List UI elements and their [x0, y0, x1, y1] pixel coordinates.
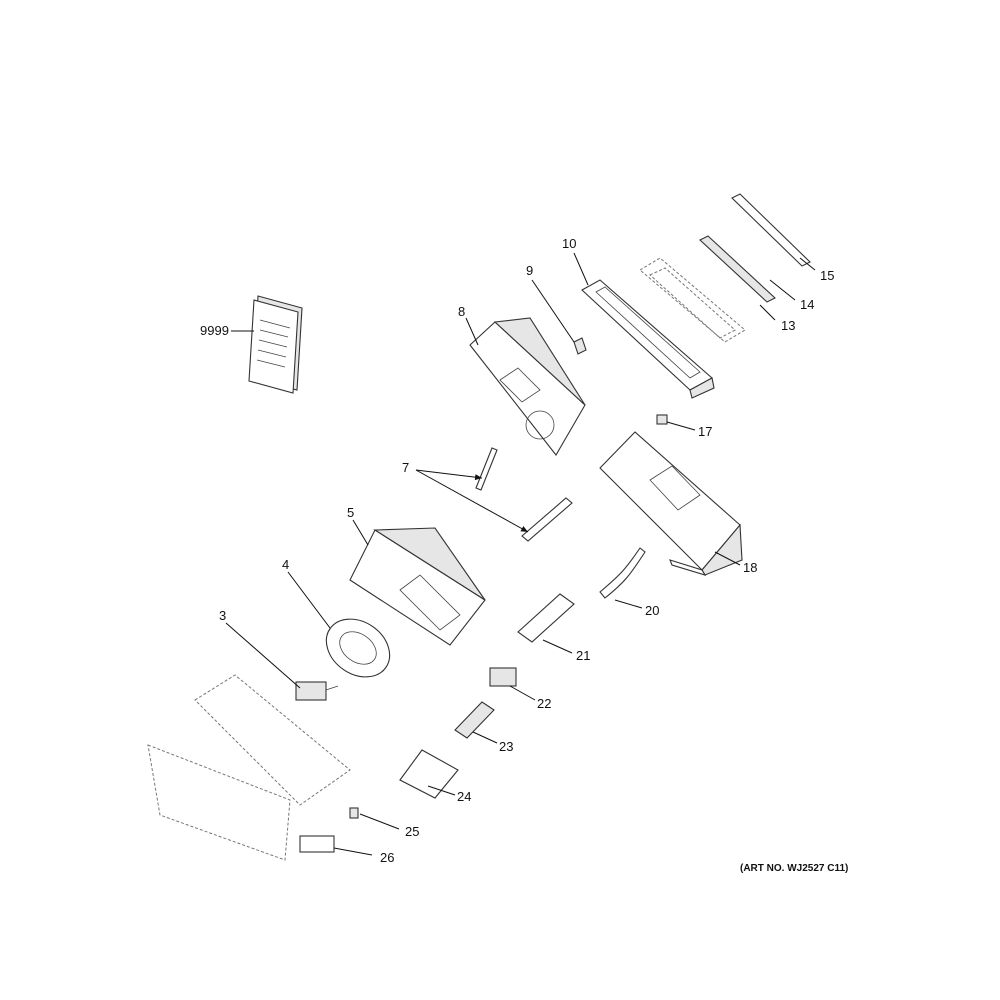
- callout-18: 18: [743, 560, 757, 575]
- part-26-tube: [299, 835, 335, 853]
- callout-17: 17: [698, 424, 712, 439]
- part-4-fan: [325, 618, 391, 678]
- callout-22: 22: [537, 696, 551, 711]
- part-25-spring: [349, 807, 359, 819]
- callout-4: 4: [282, 557, 289, 572]
- callout-20: 20: [645, 603, 659, 618]
- callout-15: 15: [820, 268, 834, 283]
- callout-10: 10: [562, 236, 576, 251]
- part-24-drain-pan: [399, 749, 459, 799]
- part-8-housing: [469, 317, 586, 456]
- part-15-strip: [731, 193, 811, 267]
- part-10-tray: [581, 279, 715, 399]
- part-9-clip: [573, 337, 587, 355]
- part-23-channel: [454, 701, 495, 739]
- callout-8: 8: [458, 304, 465, 319]
- callout-5: 5: [347, 505, 354, 520]
- part-17-fitting: [656, 414, 668, 425]
- callout-14: 14: [800, 297, 814, 312]
- callout-21: 21: [576, 648, 590, 663]
- part-13-bracket: [639, 257, 746, 343]
- callout-25: 25: [405, 824, 419, 839]
- leader-lines: [225, 252, 816, 856]
- callout-24: 24: [457, 789, 471, 804]
- part-20-hose: [599, 547, 646, 599]
- part-5-evaporator: [349, 527, 486, 646]
- part-18-housing: [599, 431, 743, 576]
- callout-3: 3: [219, 608, 226, 623]
- callout-26: 26: [380, 850, 394, 865]
- base-housing-outline: [147, 674, 351, 861]
- callout-9999: 9999: [200, 323, 229, 338]
- part-9999-manual: [248, 295, 303, 394]
- art-number: (ART NO. WJ2527 C11): [740, 863, 848, 874]
- callout-23: 23: [499, 739, 513, 754]
- callout-9: 9: [526, 263, 533, 278]
- part-14-strip: [699, 235, 776, 303]
- part-3-motor: [295, 681, 339, 701]
- part-7-rods: [475, 447, 573, 542]
- part-22-valve: [489, 667, 517, 687]
- callout-13: 13: [781, 318, 795, 333]
- callout-7: 7: [402, 460, 409, 475]
- part-21-bracket: [517, 593, 575, 643]
